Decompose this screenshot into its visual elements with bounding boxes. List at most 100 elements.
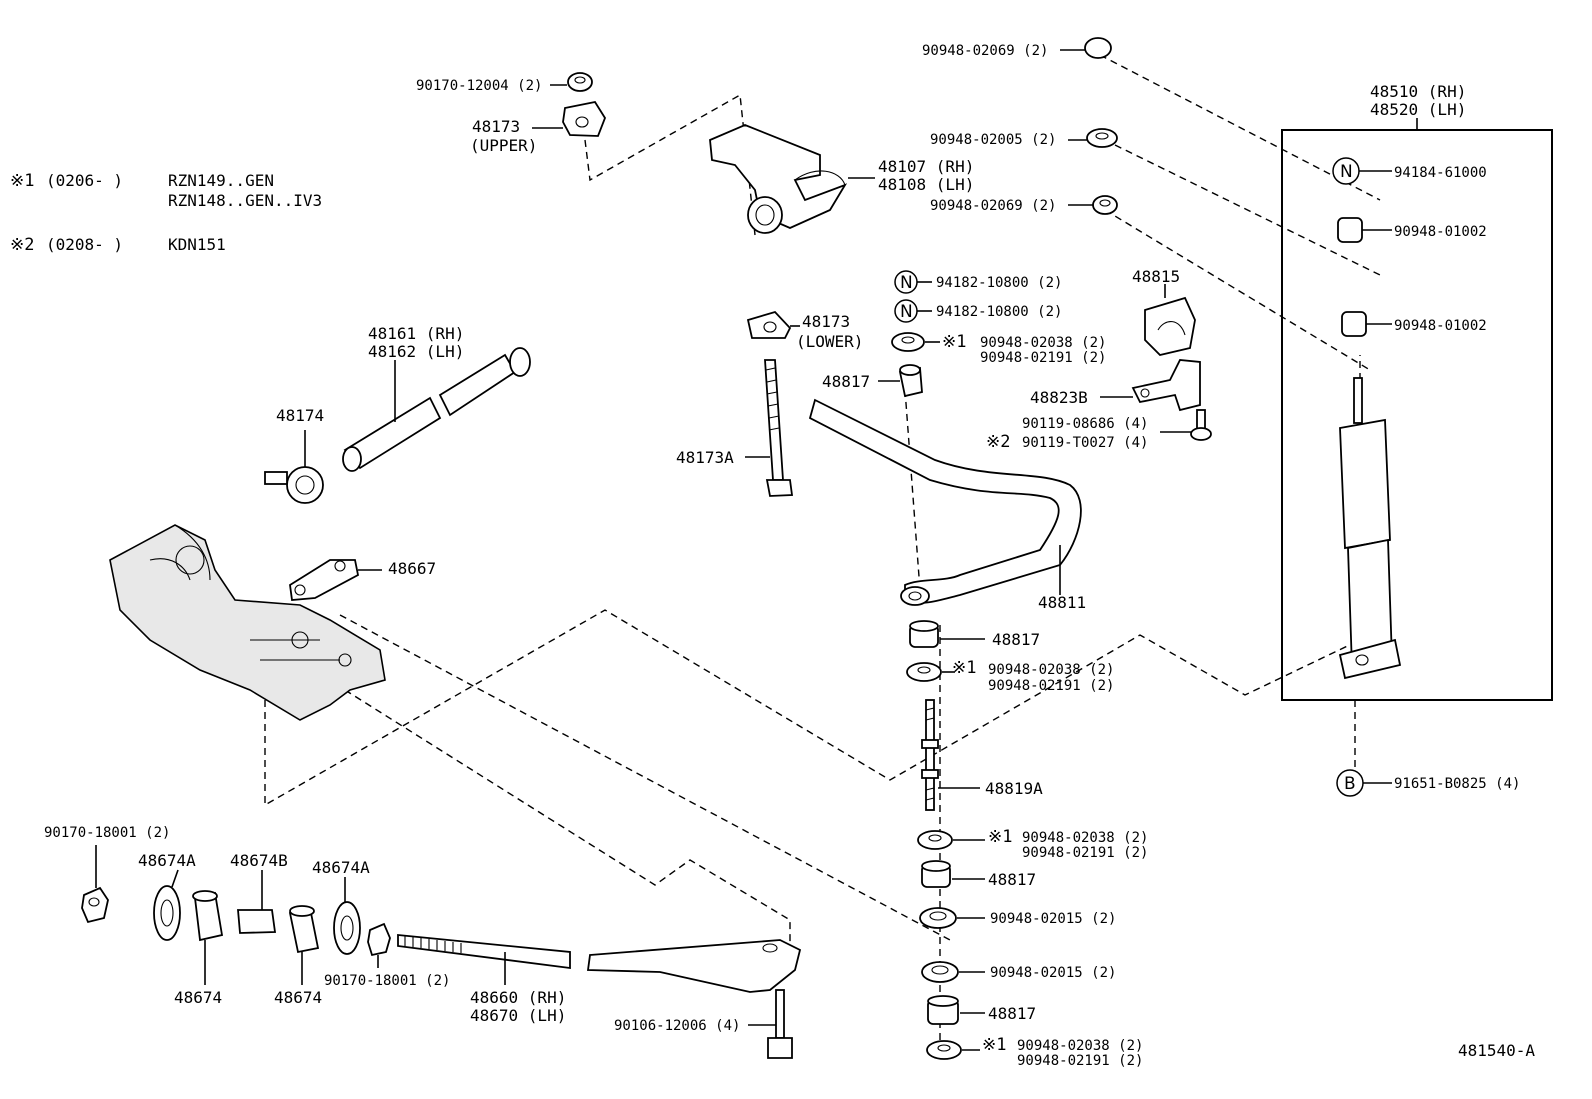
label-94182-b: 94182-10800 (2) (936, 304, 1062, 320)
retainer-48674A-b-icon (333, 877, 361, 955)
label-48817-a: 48817 (822, 372, 870, 391)
label-48811: 48811 (1038, 593, 1086, 612)
note1-line1: RZN149..GEN (168, 171, 274, 190)
label-mark1-a: ※1 (942, 332, 966, 352)
n-mark-text: N (1340, 162, 1353, 182)
note1-mark: ※1 (10, 171, 34, 191)
label-48817-c: 48817 (988, 870, 1036, 889)
label-90106-12006: 90106-12006 (4) (614, 1018, 740, 1034)
label-90948-02038-c: 90948-02038 (2) (1022, 830, 1148, 846)
note1-line2: RZN148..GEN..IV3 (168, 191, 322, 210)
figure-id: 481540-A (1458, 1041, 1535, 1060)
bracket-upper-icon (532, 100, 607, 137)
label-48173A: 48173A (676, 448, 734, 467)
torsion-bar-icon (342, 347, 531, 472)
frame-crossmember-icon (109, 524, 386, 721)
label-90948-02191-c: 90948-02191 (2) (1022, 845, 1148, 861)
label-90119-08686: 90119-08686 (4) (1022, 416, 1148, 432)
label-48174: 48174 (276, 406, 324, 425)
label-48520: 48520 (LH) (1370, 100, 1466, 119)
label-48107: 48107 (RH) (878, 157, 974, 176)
n-mark-text: N (900, 273, 913, 293)
label-48674-a: 48674 (174, 988, 222, 1007)
part-labels: 90170-12004 (2) 48173 (UPPER) 48107 (RH)… (44, 43, 1535, 1069)
label-48817-d: 48817 (988, 1004, 1036, 1023)
note1-range: (0206- ) (46, 171, 123, 190)
label-48161: 48161 (RH) (368, 324, 464, 343)
bolt-48173A-icon (745, 359, 794, 497)
label-48173-upper: 48173 (472, 117, 520, 136)
label-48823B: 48823B (1030, 388, 1088, 407)
label-91651-B0825: 91651-B0825 (4) (1394, 776, 1520, 792)
label-90948-01002-a: 90948-01002 (1394, 224, 1487, 240)
bolt-90106-12006-icon (748, 989, 793, 1059)
retainer-48674A-a-icon (153, 869, 181, 941)
bolt-90119-icon (1160, 409, 1212, 441)
label-90170-12004: 90170-12004 (2) (416, 78, 542, 94)
nut-90170-18001-b-icon (367, 922, 391, 968)
label-48162: 48162 (LH) (368, 342, 464, 361)
nut-90170-12004-icon (550, 72, 593, 92)
note2-line1: KDN151 (168, 235, 226, 254)
washer-02038-c-icon (917, 830, 985, 850)
cushion-48817-c-icon (921, 860, 985, 888)
n-symbols: N N (894, 270, 932, 323)
washer-90948-02005-icon (1068, 128, 1118, 148)
washer-02038-a-icon (891, 332, 940, 352)
bushing-48674-a-icon (192, 890, 224, 985)
applicability-notes: ※1 (0206- ) RZN149..GEN RZN148..GEN..IV3… (10, 171, 322, 255)
cushion-48817-d-icon (927, 995, 985, 1025)
label-90119-T0027: 90119-T0027 (4) (1022, 435, 1148, 451)
label-mark2: ※2 (986, 432, 1010, 452)
label-48674B: 48674B (230, 851, 288, 870)
label-90948-02015-b: 90948-02015 (2) (990, 965, 1116, 981)
label-48674A-b: 48674A (312, 858, 370, 877)
label-48108: 48108 (LH) (878, 175, 974, 194)
label-48173-lower: 48173 (802, 312, 850, 331)
label-48660: 48660 (RH) (470, 988, 566, 1007)
label-mark1-b: ※1 (952, 658, 976, 678)
cushion-90948-02069-icon (1060, 37, 1112, 59)
label-48819A: 48819A (985, 779, 1043, 798)
stabilizer-bracket-icon (709, 124, 875, 234)
b-mark-icon: B (1336, 769, 1392, 797)
b-mark-text: B (1344, 774, 1356, 794)
shock-absorber-icon: N (1332, 157, 1402, 680)
label-94184-61000: 94184-61000 (1394, 165, 1487, 181)
label-90948-02038-a: 90948-02038 (2) (980, 335, 1106, 351)
label-90948-02038-b: 90948-02038 (2) (988, 662, 1114, 678)
note2-range: (0208- ) (46, 235, 123, 254)
anchor-arm-icon (264, 430, 324, 504)
label-48674A-a: 48674A (138, 851, 196, 870)
label-90170-18001-b: 90170-18001 (2) (324, 973, 450, 989)
label-90948-01002-b: 90948-01002 (1394, 318, 1487, 334)
washer-02038-d-icon (926, 1040, 980, 1060)
label-90170-18001-a: 90170-18001 (2) (44, 825, 170, 841)
label-48815: 48815 (1132, 267, 1180, 286)
label-mark1-d: ※1 (982, 1035, 1006, 1055)
label-48510: 48510 (RH) (1370, 82, 1466, 101)
cushion-48817-a-icon (878, 364, 923, 398)
label-90948-02069-a: 90948-02069 (2) (922, 43, 1048, 59)
bushing-48674-b-icon (288, 905, 320, 985)
label-48674-b: 48674 (274, 988, 322, 1007)
label-94182-a: 94182-10800 (2) (936, 275, 1062, 291)
label-90948-02015-a: 90948-02015 (2) (990, 911, 1116, 927)
retainer-02015-b-icon (921, 961, 985, 983)
bracket-48823B-icon (1100, 359, 1201, 412)
label-mark1-c: ※1 (988, 827, 1012, 847)
stabilizer-bar-icon (808, 398, 1082, 606)
cushion-48817-b-icon (909, 620, 985, 648)
note2-mark: ※2 (10, 235, 34, 255)
plate-48667-icon (289, 559, 382, 601)
label-upper: (UPPER) (470, 136, 537, 155)
stud-48819A-icon (921, 699, 980, 811)
n-mark-text: N (900, 302, 913, 322)
label-90948-02038-d: 90948-02038 (2) (1017, 1038, 1143, 1054)
label-90948-02191-a: 90948-02191 (2) (980, 350, 1106, 366)
label-48667: 48667 (388, 559, 436, 578)
label-48817-b: 48817 (992, 630, 1040, 649)
part-drawings: N N (81, 37, 1553, 1060)
cushion-90948-02069-b-icon (1068, 195, 1118, 215)
